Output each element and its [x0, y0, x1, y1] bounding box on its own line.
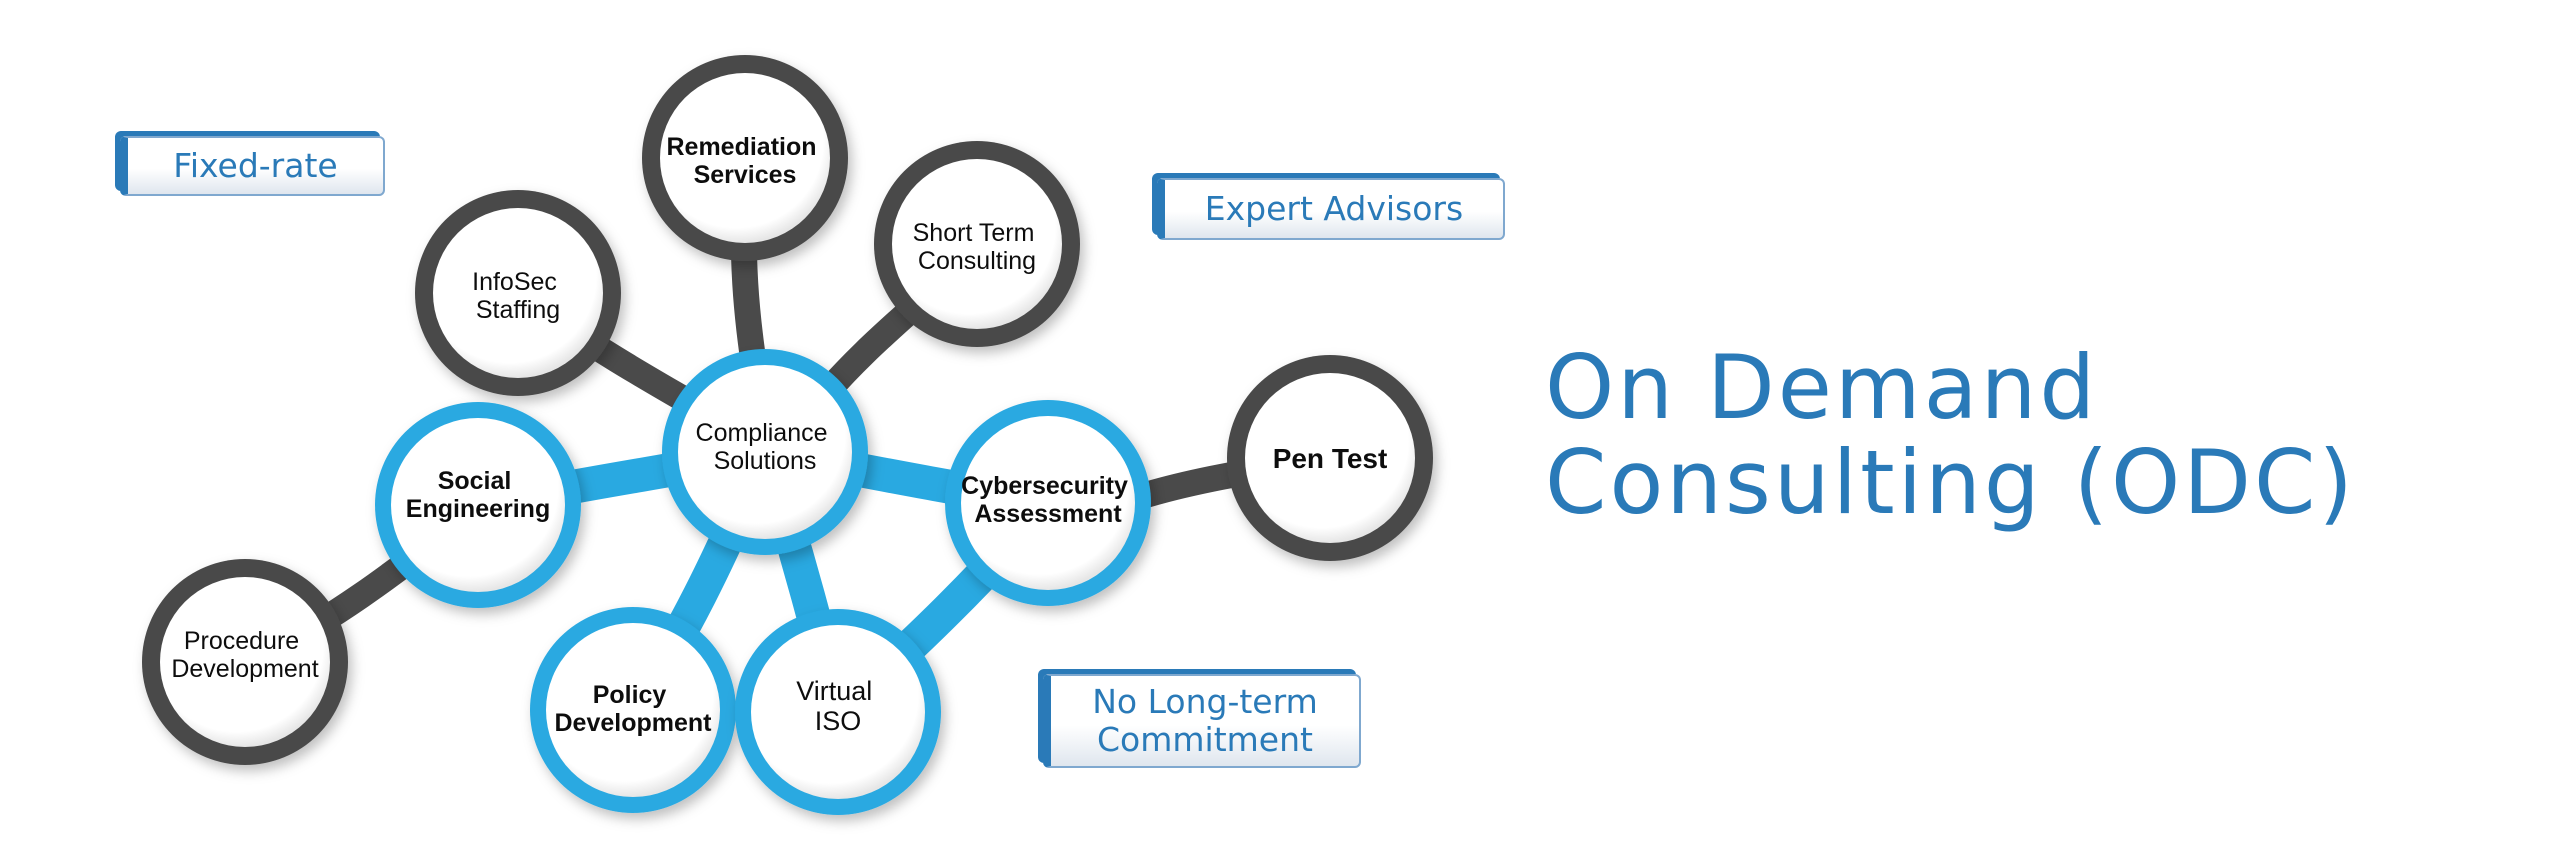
node-policy-line2: Development	[555, 709, 713, 737]
svg-text:Pen Test: Pen Test	[1273, 443, 1388, 474]
node-infosec-line2: Staffing	[476, 296, 560, 324]
node-short-term-line1: Short Term	[913, 219, 1035, 247]
node-remediation-line2: Services	[694, 161, 797, 189]
svg-text:Virtual ISO: Virtual ISO	[796, 676, 880, 736]
tag-fixed-rate: Fixed-rate	[120, 136, 385, 196]
tag-fixed-rate-text: Fixed-rate	[173, 146, 338, 185]
svg-text:Compliance Solutions: Compliance Solutions	[696, 419, 835, 475]
node-infosec-line1: InfoSec	[472, 268, 557, 296]
tag-expert-advisors: Expert Advisors	[1157, 178, 1505, 240]
node-policy: Policy Development	[530, 607, 736, 813]
node-short-term-line2: Consulting	[918, 247, 1036, 275]
node-pen-test: Pen Test	[1227, 355, 1433, 561]
tag-no-long-term-commitment: No Long-term Commitment	[1043, 674, 1361, 768]
node-compliance-line1: Compliance	[696, 419, 828, 447]
node-social-line2: Engineering	[406, 495, 550, 523]
svg-text:Cybersecurity Assessment: Cybersecurity Assessment	[961, 472, 1135, 528]
svg-text:Procedure Development: Procedure Development	[171, 627, 318, 683]
node-virtual-iso-line1: Virtual	[796, 676, 872, 706]
node-policy-line1: Policy	[593, 681, 667, 709]
tag-no-long-term-line1: No Long-term	[1092, 682, 1318, 721]
node-pen-test-line1: Pen Test	[1273, 443, 1388, 474]
svg-text:Social Engineering: Social Engineering	[406, 467, 550, 523]
node-virtual-iso: Virtual ISO	[735, 609, 941, 815]
node-remediation: Remediation Services	[642, 55, 848, 261]
node-remediation-line1: Remediation	[667, 133, 817, 161]
node-procedure-line2: Development	[171, 655, 318, 683]
svg-text:Policy Development: Policy Development	[555, 681, 713, 737]
node-procedure-line1: Procedure	[184, 627, 299, 655]
node-cybersecurity: Cybersecurity Assessment	[945, 400, 1151, 606]
node-social-line1: Social	[438, 467, 512, 495]
page-title-line2: Consulting (ODC)	[1545, 431, 2356, 534]
page-title-line1: On Demand	[1545, 336, 2099, 439]
page-title: On Demand Consulting (ODC)	[1545, 340, 2545, 530]
svg-text:Short Term Consulting: Short Term Consulting	[913, 219, 1042, 275]
node-social: Social Engineering	[375, 402, 581, 608]
node-cybersecurity-line1: Cybersecurity	[961, 472, 1128, 500]
node-procedure: Procedure Development	[142, 559, 348, 765]
node-compliance: Compliance Solutions	[662, 349, 868, 555]
node-virtual-iso-line2: ISO	[815, 706, 862, 736]
node-compliance-line2: Solutions	[714, 447, 817, 475]
node-infosec: InfoSec Staffing	[415, 190, 621, 396]
tag-expert-advisors-text: Expert Advisors	[1204, 189, 1464, 228]
node-short-term: Short Term Consulting	[874, 141, 1080, 347]
node-cybersecurity-line2: Assessment	[974, 500, 1122, 528]
svg-text:Remediation Services: Remediation Services	[667, 133, 824, 189]
tag-no-long-term-line2: Commitment	[1097, 720, 1313, 759]
svg-text:InfoSec Staffing: InfoSec Staffing	[472, 268, 564, 324]
